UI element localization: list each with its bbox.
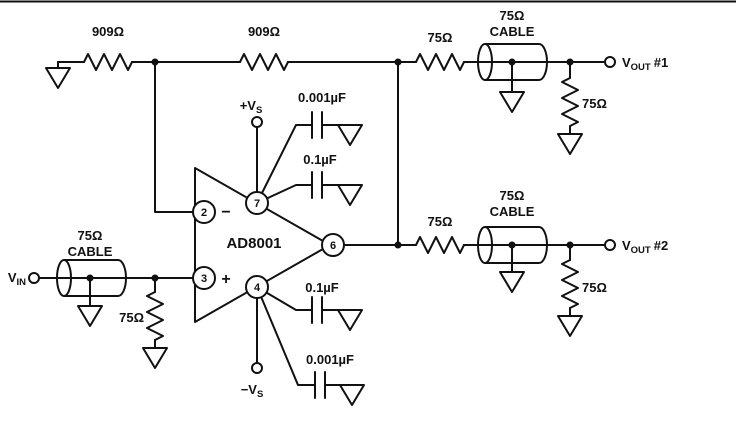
node-dot xyxy=(151,274,159,282)
vs-plus-terminal xyxy=(251,116,263,128)
term-resistor-out1-symbol xyxy=(561,77,579,127)
cable-out1-word-label: CABLE xyxy=(490,24,535,39)
vin-base: V xyxy=(8,270,17,285)
vs-plus-sub: S xyxy=(256,105,262,116)
term-out2-ground-icon xyxy=(557,315,583,337)
vout2-label: VOUT#2 xyxy=(622,238,668,256)
cap-bottom-outer-lead xyxy=(256,286,316,386)
cap-top-outer-label: 0.001µF xyxy=(298,90,346,105)
top-left-ground-icon xyxy=(45,67,71,89)
vout1-label: VOUT#1 xyxy=(622,55,668,73)
cable-input-impedance-label: 75Ω xyxy=(78,228,103,243)
opamp-pin6-circle xyxy=(321,233,345,257)
opamp-pin4-circle xyxy=(245,275,269,299)
noninverting-input-sign: + xyxy=(221,271,230,288)
node-dot xyxy=(566,58,574,66)
vs-minus-terminal xyxy=(251,362,263,374)
vout2-base: V xyxy=(622,238,631,253)
vout1-sub: OUT xyxy=(631,62,651,73)
cap-bottom-inner-lead xyxy=(256,286,313,311)
cable-out2-ground-icon xyxy=(499,271,525,293)
cap-bottom-outer-symbol xyxy=(314,371,326,399)
term-resistor-in-label: 75Ω xyxy=(119,310,144,325)
cable-out2-impedance-label: 75Ω xyxy=(500,188,525,203)
vin-label: VIN xyxy=(8,270,26,288)
node-dot xyxy=(151,58,159,66)
cap-top-inner-label: 0.1µF xyxy=(303,152,337,167)
opamp-pin2-circle xyxy=(192,200,216,224)
node-dot xyxy=(508,241,516,249)
cap-top-outer-ground-icon xyxy=(337,124,363,146)
node-dot xyxy=(508,58,516,66)
cap-bottom-inner-symbol xyxy=(311,296,323,324)
node-dot xyxy=(394,241,402,249)
opamp-pin3-circle xyxy=(192,266,216,290)
vs-plus-base: +V xyxy=(240,98,257,113)
vin-sub: IN xyxy=(17,277,27,288)
node-dot xyxy=(566,241,574,249)
output-wire xyxy=(332,61,606,246)
cable-out2-word-label: CABLE xyxy=(490,204,535,219)
vout2-sub: OUT xyxy=(631,245,651,256)
inverting-input-sign: − xyxy=(221,204,230,221)
term-resistor-out2-label: 75Ω xyxy=(582,280,607,295)
feedback-resistor-2-symbol xyxy=(239,53,289,71)
cable-input-word-label: CABLE xyxy=(68,244,113,259)
cap-top-inner-symbol xyxy=(311,171,323,199)
series-resistor-out1-label: 75Ω xyxy=(428,30,453,45)
cable-out1-impedance-label: 75Ω xyxy=(500,8,525,23)
vs-minus-label: −VS xyxy=(241,382,264,400)
series-resistor-out2-label: 75Ω xyxy=(428,214,453,229)
term-resistor-out2-symbol xyxy=(561,259,579,309)
pin2-number: 2 xyxy=(201,207,207,219)
cap-bottom-inner-ground-icon xyxy=(337,309,363,331)
vout1-base: V xyxy=(622,55,631,70)
term-out1-ground-icon xyxy=(557,133,583,155)
vout2-number: #2 xyxy=(654,238,668,253)
node-dot xyxy=(394,58,402,66)
feedback-resistor-2-label: 909Ω xyxy=(248,24,280,39)
vout2-terminal xyxy=(604,239,616,251)
cap-top-outer-lead xyxy=(256,124,313,204)
pin6-number: 6 xyxy=(330,240,336,252)
pin7-number: 7 xyxy=(254,198,260,210)
term-in-ground-icon xyxy=(142,347,168,369)
feedback-wire xyxy=(154,61,205,213)
pin4-number: 4 xyxy=(254,282,261,294)
vout1-terminal xyxy=(604,56,616,68)
feedback-resistor-1-label: 909Ω xyxy=(92,24,124,39)
series-resistor-out2-symbol xyxy=(415,236,465,254)
term-resistor-out1-label: 75Ω xyxy=(582,96,607,111)
feedback-resistor-1-symbol xyxy=(83,53,133,71)
pin3-number: 3 xyxy=(201,273,207,285)
vs-minus-sub: S xyxy=(257,389,263,400)
cap-bottom-inner-label: 0.1µF xyxy=(305,280,339,295)
junction-dots xyxy=(86,58,574,282)
cap-bottom-outer-ground-icon xyxy=(339,384,365,406)
cap-bottom-outer-label: 0.001µF xyxy=(306,352,354,367)
opamp-part-number: AD8001 xyxy=(226,235,281,252)
cable-input-ground-icon xyxy=(77,305,103,327)
series-resistor-out1-symbol xyxy=(415,53,465,71)
cap-top-inner-ground-icon xyxy=(337,184,363,206)
vout1-number: #1 xyxy=(654,55,668,70)
term-resistor-in-symbol xyxy=(146,291,164,341)
vs-minus-base: −V xyxy=(241,382,258,397)
opamp-pin7-circle xyxy=(245,191,269,215)
cap-top-outer-symbol xyxy=(311,111,323,139)
cable-out1-ground-icon xyxy=(499,91,525,113)
node-dot xyxy=(86,274,94,282)
cap-top-inner-lead xyxy=(256,184,313,204)
vin-terminal xyxy=(28,272,40,284)
vs-plus-label: +VS xyxy=(240,98,263,116)
